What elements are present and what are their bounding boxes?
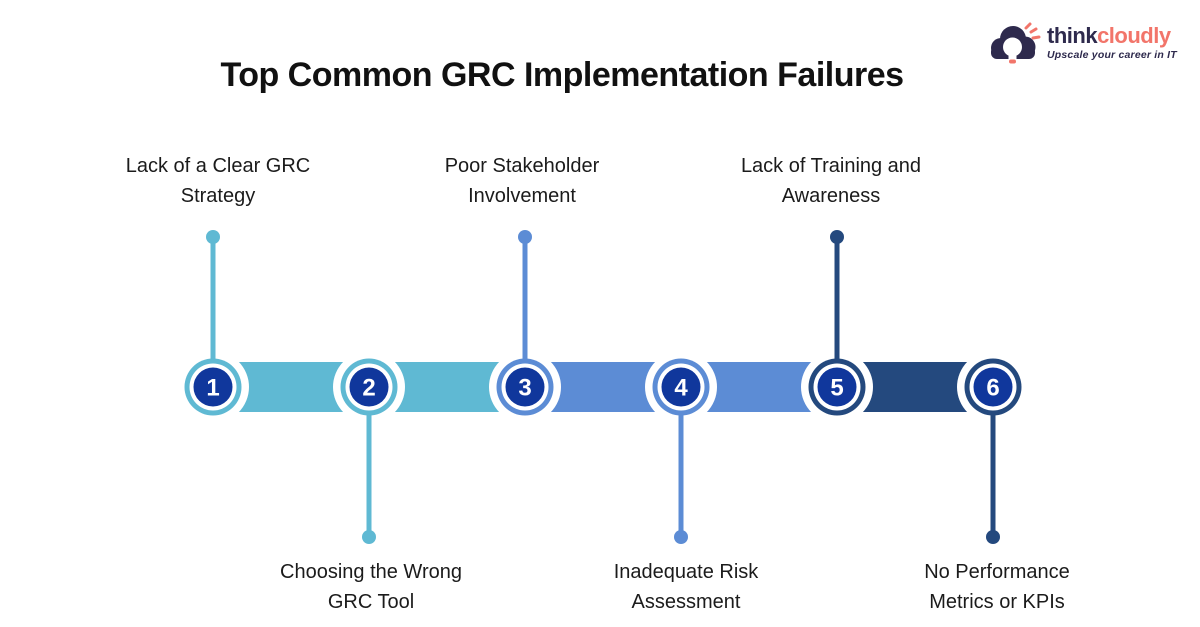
- cloud-lightbulb-icon: [991, 22, 1041, 64]
- step-label-3: Poor Stakeholder Involvement: [444, 155, 600, 207]
- brand-logo: thinkcloudly Upscale your career in IT: [985, 16, 1177, 68]
- step-label-1: Lack of a Clear GRC Strategy: [125, 155, 311, 207]
- step-number-3: 3: [518, 374, 531, 401]
- step-number-4: 4: [674, 374, 688, 401]
- step-label-4: Inadequate Risk Assessment: [613, 561, 759, 613]
- brand-think: think: [1047, 23, 1098, 48]
- step-label-5: Lack of Training and Awareness: [740, 155, 922, 207]
- page-title: Top Common GRC Implementation Failures: [220, 56, 904, 94]
- brand-wordmark: thinkcloudly Upscale your career in IT: [1047, 23, 1177, 62]
- step-node-2: 2: [340, 358, 398, 416]
- step-number-1: 1: [206, 374, 219, 401]
- step-number-6: 6: [986, 374, 999, 401]
- step-number-2: 2: [362, 374, 375, 401]
- brand-tagline: Upscale your career in IT: [1047, 49, 1177, 61]
- step-number-5: 5: [830, 374, 843, 401]
- step-label-6: No Performance Metrics or KPIs: [924, 561, 1070, 613]
- brand-cloudly: cloudly: [1097, 23, 1171, 48]
- step-node-1: 1: [184, 358, 242, 416]
- step-node-5: 5: [808, 358, 866, 416]
- step-node-3: 3: [496, 358, 554, 416]
- step-node-4: 4: [652, 358, 710, 416]
- step-node-6: 6: [964, 358, 1022, 416]
- step-label-2: Choosing the Wrong GRC Tool: [280, 561, 462, 613]
